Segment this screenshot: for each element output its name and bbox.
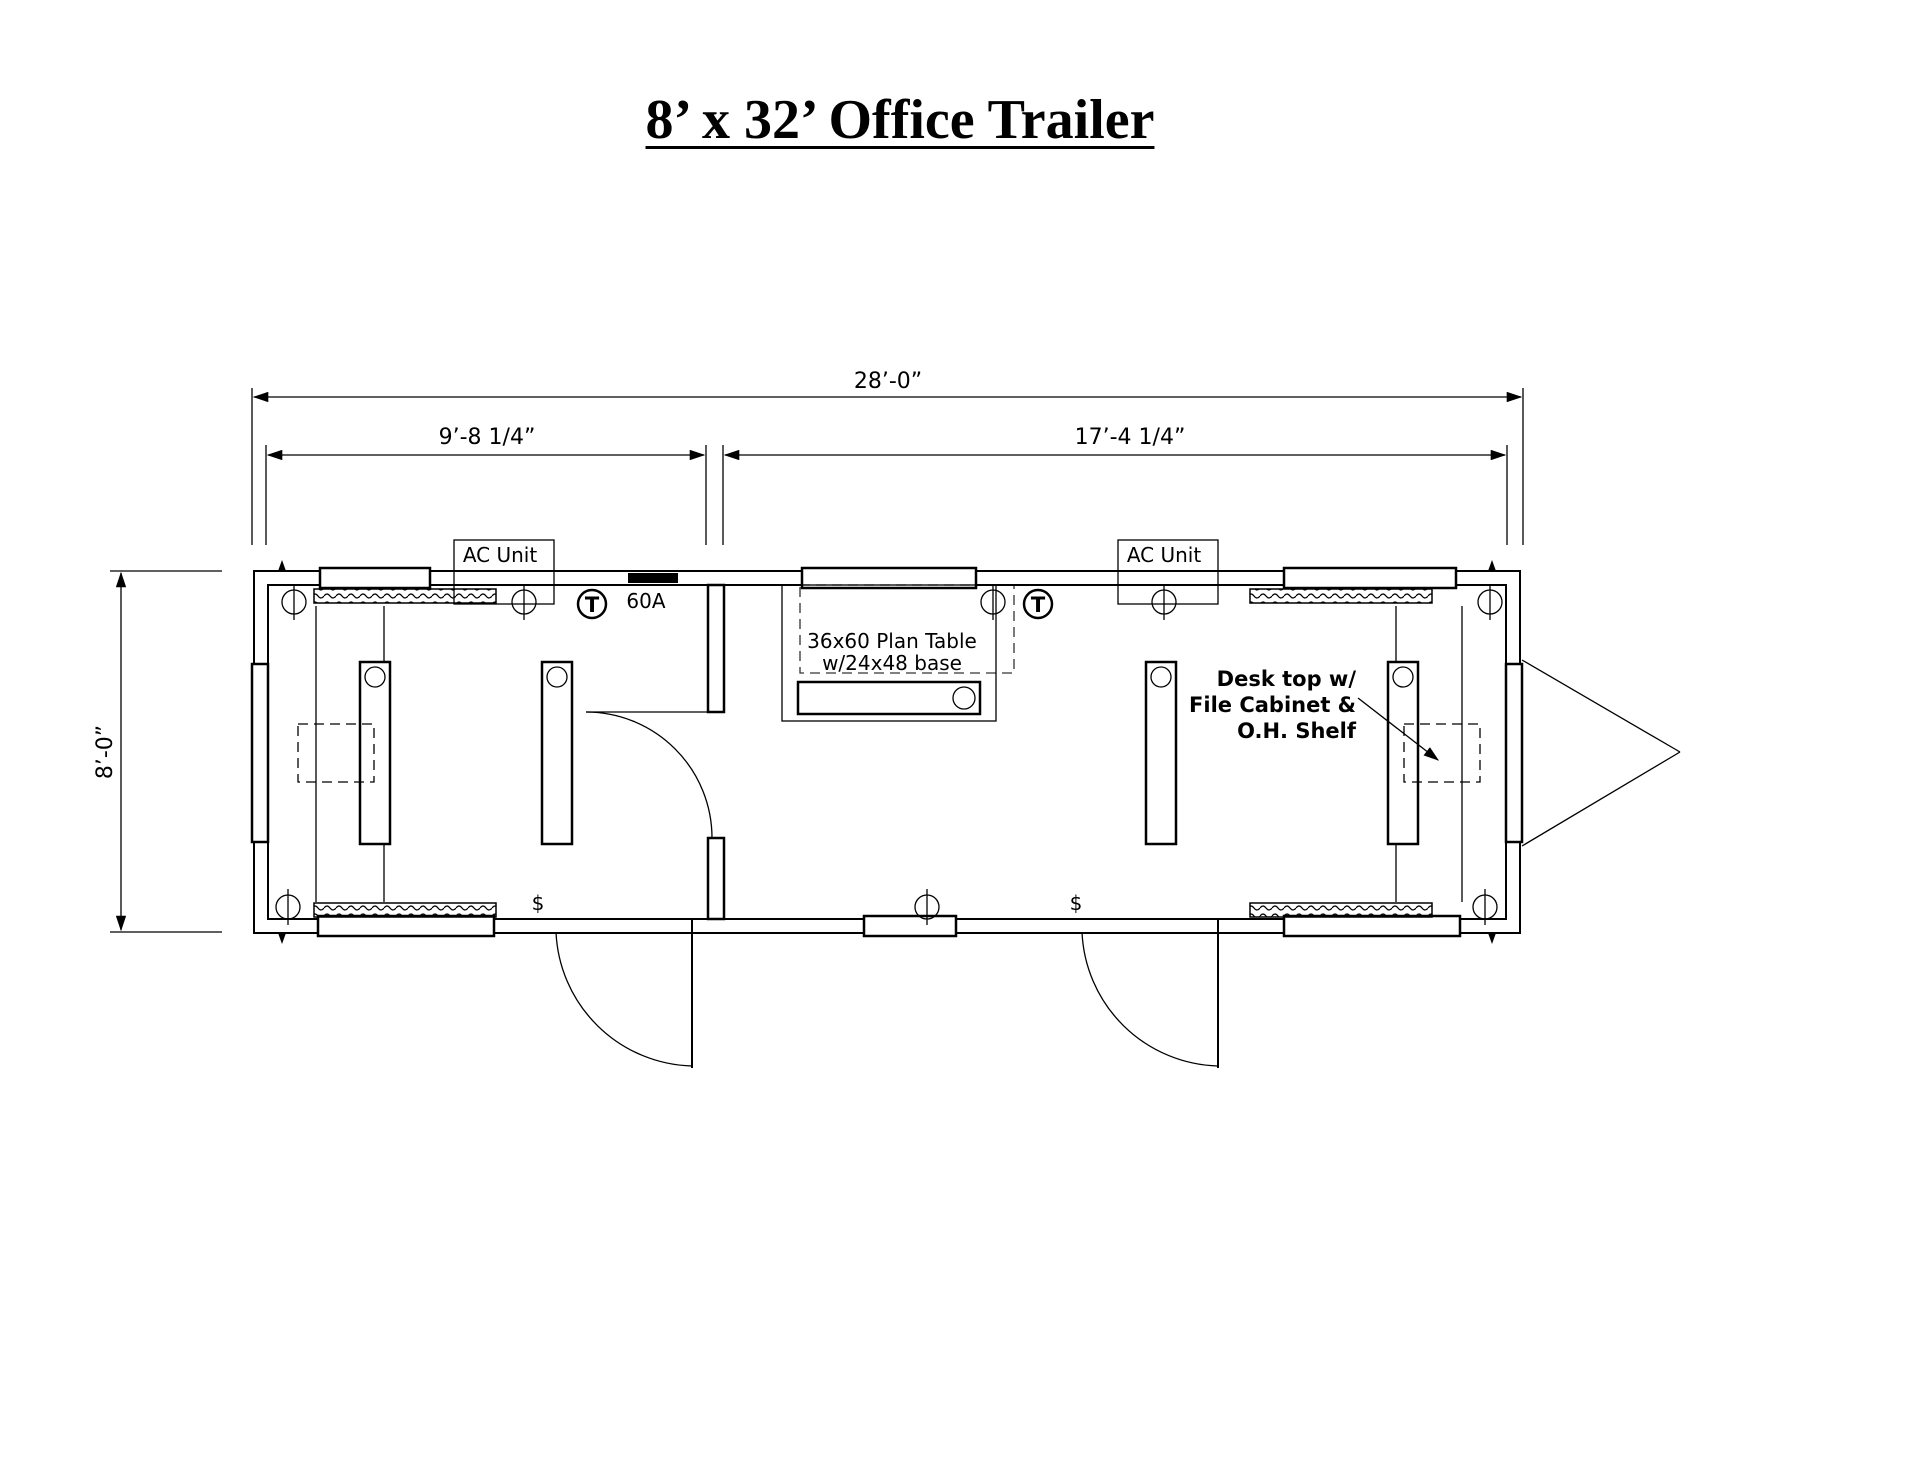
plan-table: 36x60 Plan Table w/24x48 base	[781, 584, 1015, 722]
desk-callout-line-3: O.H. Shelf	[1237, 719, 1357, 743]
outlet	[1477, 584, 1503, 620]
desk-right-1	[1144, 660, 1178, 846]
outlet	[281, 584, 307, 620]
light-switch-right: $	[1070, 891, 1083, 915]
ac-unit-right: AC Unit	[1117, 539, 1219, 605]
drawing-title: 8’ x 32’ Office Trailer	[645, 89, 1155, 151]
outlets	[275, 584, 1503, 925]
electrical-panel: 60A	[626, 573, 678, 613]
dimension-right-room: 17’-4 1/4”	[722, 425, 1508, 545]
outlet	[1472, 889, 1498, 925]
dimension-left-room: 9’-8 1/4”	[265, 425, 707, 545]
desk-right-2	[1386, 660, 1420, 846]
dimension-left-room-label: 9’-8 1/4”	[439, 425, 536, 450]
dimension-overall: 28’-0”	[251, 369, 1524, 545]
interior-partition	[585, 583, 726, 921]
thermostat-right: T	[1022, 588, 1054, 620]
exterior-walls	[253, 560, 1521, 944]
exterior-door-left	[555, 920, 693, 1068]
ac-unit-right-label: AC Unit	[1127, 543, 1202, 567]
chair-right	[1403, 723, 1481, 783]
outlet	[511, 584, 537, 620]
dimension-width-label: 8’-0”	[93, 725, 118, 779]
outlet	[1151, 584, 1177, 620]
ac-unit-left-label: AC Unit	[463, 543, 538, 567]
trailer-hitch	[1521, 659, 1681, 847]
dimension-right-room-label: 17’-4 1/4”	[1075, 425, 1186, 450]
desk-left-1	[358, 660, 392, 846]
desk-callout-line-2: File Cabinet &	[1189, 693, 1356, 717]
desk-callout-line-1: Desk top w/	[1217, 667, 1357, 691]
thermostat-right-label: T	[1031, 593, 1046, 617]
outlet	[275, 889, 301, 925]
plan-table-label-2: w/24x48 base	[822, 651, 962, 675]
panel-label: 60A	[626, 589, 665, 613]
light-switch-left: $	[532, 891, 545, 915]
plan-table-label-1: 36x60 Plan Table	[807, 629, 977, 653]
windows	[250, 566, 1524, 938]
chair-left	[297, 723, 375, 783]
dimension-overall-label: 28’-0”	[854, 369, 922, 394]
thermostat-left-label: T	[585, 593, 600, 617]
outlet	[914, 889, 940, 925]
desk-callout: Desk top w/ File Cabinet & O.H. Shelf	[1189, 667, 1440, 761]
desk-left-2	[540, 660, 574, 846]
ac-unit-left: AC Unit	[453, 539, 555, 605]
outlet	[980, 584, 1006, 620]
thermostat-left: T	[576, 588, 608, 620]
exterior-door-right	[1081, 920, 1219, 1068]
baseboard-heaters	[313, 588, 1433, 918]
dimension-width: 8’-0”	[93, 570, 222, 933]
